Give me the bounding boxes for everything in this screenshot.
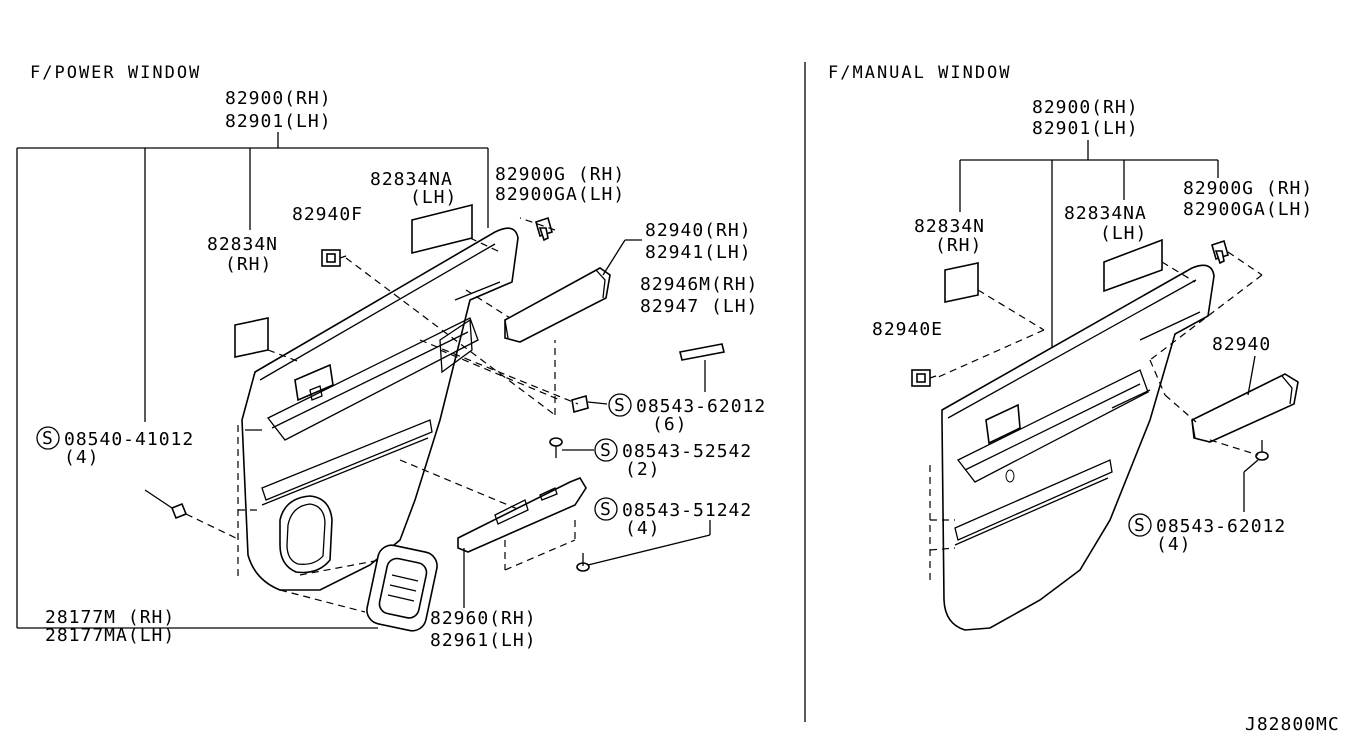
pad-82834na-manual-shape [1103,238,1163,293]
label-28177ma-lh: 28177MA(LH) [45,625,175,646]
speaker-grille-28177m-shape [366,544,438,632]
label-82900-rh-manual: 82900(RH) [1032,97,1139,118]
label-82940f: 82940F [292,204,363,225]
pad-82946m-shape [679,343,725,392]
label-82941-lh: 82941(LH) [645,242,752,263]
screw-62012-shape [571,394,608,414]
power-window-panel: F/POWER WINDOW 82900(RH) 82901(LH) 82834… [16,63,766,651]
diagram-id: J82800MC [1245,714,1340,735]
door-trim-panel-manual [941,264,1215,631]
label-08543-62012: 08543-62012 [636,396,766,417]
power-window-heading: F/POWER WINDOW [30,63,201,83]
screw-symbol: S [614,395,626,416]
screw-51242-shape [576,520,711,572]
label-82940-manual: 82940 [1212,334,1271,355]
label-82834na-side-manual: (LH) [1100,223,1147,244]
label-08543-52542-qty: (2) [625,459,661,480]
label-08543-62012-qty-manual: (4) [1156,534,1192,555]
pad-82834na-shape [411,203,473,255]
clip-82900g-manual-shape [1211,239,1229,265]
label-82947-lh: 82947 (LH) [640,296,758,317]
label-82834n-side: (RH) [225,254,272,275]
label-08543-62012-qty: (6) [652,414,688,435]
screw-symbol: S [600,440,612,461]
label-82946m-rh: 82946M(RH) [640,274,758,295]
label-08540-41012: 08540-41012 [64,429,194,450]
label-82900g-rh-manual: 82900G (RH) [1183,178,1313,199]
label-82901-lh-manual: 82901(LH) [1032,118,1139,139]
switch-bezel-82960-shape [457,477,587,608]
label-08543-51242-qty: (4) [625,518,661,539]
label-82834n-manual: 82834N [914,216,985,237]
label-82900ga-lh: 82900GA(LH) [495,184,625,205]
clip-82900g-shape [535,216,553,242]
label-82940-rh: 82940(RH) [645,220,752,241]
screw-41012-shape [144,489,188,520]
manual-window-heading: F/MANUAL WINDOW [828,63,1012,83]
label-82900-rh: 82900(RH) [225,88,332,109]
label-82960-rh: 82960(RH) [430,608,537,629]
label-82834n-side-manual: (RH) [935,235,982,256]
screw-52542-shape [549,437,594,458]
label-82834n: 82834N [207,234,278,255]
screw-callout-51242: S 08543-51242 (4) [594,497,752,539]
label-82900ga-lh-manual: 82900GA(LH) [1183,199,1313,220]
screw-symbol: S [1134,515,1146,536]
label-08540-41012-qty: (4) [64,447,100,468]
label-08543-62012-manual: 08543-62012 [1156,516,1286,537]
label-08543-51242: 08543-51242 [622,500,752,521]
label-82961-lh: 82961(LH) [430,630,537,651]
screw-62012-manual-shape [1243,440,1269,512]
label-82940e: 82940E [872,319,943,340]
label-82834na-side: (LH) [410,187,457,208]
clip-82940e-shape [911,369,937,387]
screw-symbol: S [600,499,612,520]
trim-leader-bracket-manual [959,140,1219,350]
label-82901-lh: 82901(LH) [225,111,332,132]
armrest-82940-shape [504,239,642,343]
label-82834na: 82834NA [370,169,453,190]
label-82900g-rh: 82900G (RH) [495,164,625,185]
trim-leader-bracket [16,132,489,629]
assembly-lines-left [185,217,579,613]
door-trim-panel [241,227,519,591]
pad-82834n-manual-shape [944,262,979,303]
armrest-82940-manual-shape [1191,355,1299,443]
label-28177m-rh: 28177M (RH) [45,607,175,628]
screw-callout-41012: S 08540-41012 (4) [36,426,194,468]
label-82834na-manual: 82834NA [1064,203,1147,224]
manual-window-panel: F/MANUAL WINDOW 82900(RH) 82901(LH) 8290… [828,63,1313,631]
pad-82834n-shape [234,317,269,358]
label-08543-52542: 08543-52542 [622,441,752,462]
screw-symbol: S [42,428,54,449]
screw-callout-62012-manual: S 08543-62012 (4) [1128,513,1286,555]
screw-callout-62012: S 08543-62012 (6) [608,393,766,435]
clip-82940f-shape [321,249,347,267]
screw-callout-52542: S 08543-52542 (2) [594,438,752,480]
assembly-lines-right [929,251,1263,580]
